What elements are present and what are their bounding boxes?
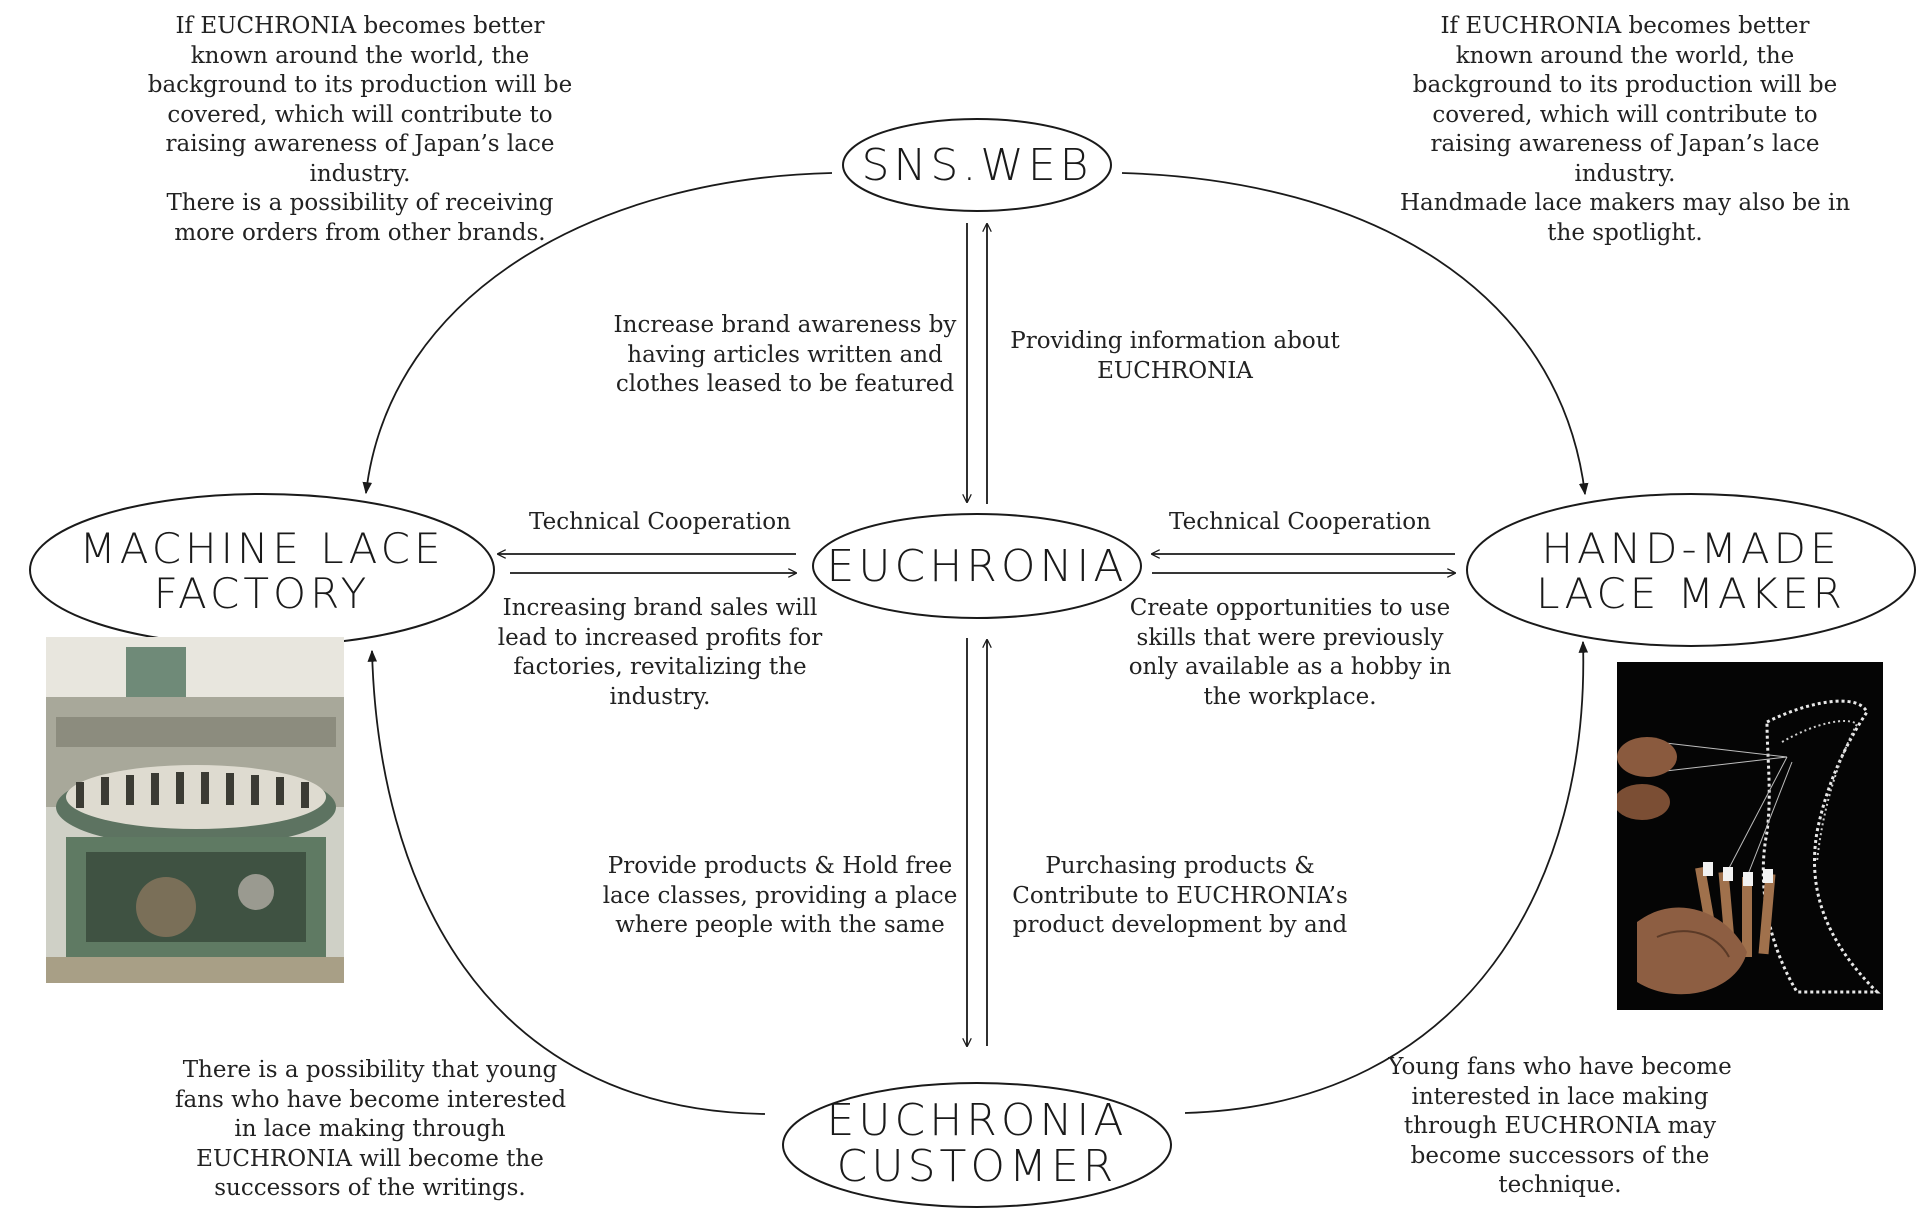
- note-maker-bottom-line-4: become successors of the: [1385, 1142, 1735, 1172]
- note-to-customer-line-2: lace classes, providing a place: [600, 882, 960, 912]
- node-sns-web-line-1: SNS.WEB: [862, 140, 1093, 191]
- note-factory-top-line-4: covered, which will contribute to: [140, 101, 580, 131]
- note-factory-top-line-7: There is a possibility of receiving: [140, 189, 580, 219]
- note-maker-top-line-7: Handmade lace makers may also be in: [1400, 189, 1850, 219]
- note-maker-top-line-6: industry.: [1400, 160, 1850, 190]
- note-factory-bottom-line-5: successors of the writings.: [175, 1174, 565, 1204]
- note-maker-benefit-line-4: the workplace.: [1120, 683, 1460, 713]
- note-maker-benefit-line-2: skills that were previously: [1120, 624, 1460, 654]
- note-factory-top-line-5: raising awareness of Japan’s lace: [140, 130, 580, 160]
- note-from-sns-line-1: Providing information about: [1010, 327, 1340, 357]
- note-from-customer-line-2: Contribute to EUCHRONIA’s: [1000, 882, 1360, 912]
- note-factory-bottom-line-3: in lace making through: [175, 1115, 565, 1145]
- note-to-sns-line-1: Increase brand awareness by: [610, 311, 960, 341]
- note-to-sns-line-3: clothes leased to be featured: [610, 370, 960, 400]
- node-euchronia-customer-line-1: EUCHRONIA: [826, 1098, 1127, 1144]
- node-handmade-lace-maker-line-1: HAND-MADE: [1541, 526, 1840, 571]
- node-euchronia: EUCHRONIA: [813, 528, 1141, 604]
- node-euchronia-customer-line-2: CUSTOMER: [837, 1144, 1118, 1190]
- note-tech-left: Technical Cooperation: [520, 508, 800, 538]
- note-maker-benefit-line-1: Create opportunities to use: [1120, 594, 1460, 624]
- note-factory-top-line-2: known around the world, the: [140, 42, 580, 72]
- note-maker-top-line-4: covered, which will contribute to: [1400, 101, 1850, 131]
- note-factory-top-line-6: industry.: [140, 160, 580, 190]
- note-from-customer: Purchasing products &Contribute to EUCHR…: [1000, 852, 1360, 941]
- note-factory-benefit-line-1: Increasing brand sales will: [490, 594, 830, 624]
- note-maker-top-line-2: known around the world, the: [1400, 42, 1850, 72]
- node-euchronia-line-1: EUCHRONIA: [826, 541, 1127, 592]
- note-to-customer-line-3: where people with the same: [600, 911, 960, 941]
- node-handmade-lace-maker-line-2: LACE MAKER: [1536, 571, 1846, 616]
- node-machine-lace-factory-line-1: MACHINE LACE: [79, 526, 444, 571]
- note-factory-top-line-3: background to its production will be: [140, 71, 580, 101]
- note-to-customer-line-1: Provide products & Hold free: [600, 852, 960, 882]
- note-maker-top-line-8: the spotlight.: [1400, 219, 1850, 249]
- machine-lace-factory-photo: [46, 637, 344, 983]
- note-tech-right: Technical Cooperation: [1155, 508, 1445, 538]
- node-machine-lace-factory-line-2: FACTORY: [154, 571, 371, 616]
- note-maker-bottom-line-2: interested in lace making: [1385, 1083, 1735, 1113]
- note-factory-benefit-line-2: lead to increased profits for: [490, 624, 830, 654]
- note-factory-benefit-line-4: industry.: [490, 683, 830, 713]
- note-maker-top-line-1: If EUCHRONIA becomes better: [1400, 12, 1850, 42]
- note-maker-bottom-line-3: through EUCHRONIA may: [1385, 1112, 1735, 1142]
- note-tech-right-line-1: Technical Cooperation: [1155, 508, 1445, 538]
- note-factory-benefit-line-3: factories, revitalizing the: [490, 653, 830, 683]
- bobbin-lace-hands-photo: [1617, 662, 1883, 1010]
- note-factory-top-line-8: more orders from other brands.: [140, 219, 580, 249]
- note-factory-bottom-line-4: EUCHRONIA will become the: [175, 1145, 565, 1175]
- note-to-sns-line-2: having articles written and: [610, 341, 960, 371]
- note-maker-bottom-line-5: technique.: [1385, 1171, 1735, 1201]
- note-maker-bottom-line-1: Young fans who have become: [1385, 1053, 1735, 1083]
- note-maker-benefit-line-3: only available as a hobby in: [1120, 653, 1460, 683]
- note-from-sns-line-2: EUCHRONIA: [1010, 357, 1340, 387]
- note-tech-left-line-1: Technical Cooperation: [520, 508, 800, 538]
- node-sns-web: SNS.WEB: [843, 133, 1111, 197]
- note-factory-bottom-line-2: fans who have become interested: [175, 1086, 565, 1116]
- note-maker-top-line-5: raising awareness of Japan’s lace: [1400, 130, 1850, 160]
- note-from-customer-line-3: product development by and: [1000, 911, 1360, 941]
- note-factory-bottom-line-1: There is a possibility that young: [175, 1056, 565, 1086]
- note-from-customer-line-1: Purchasing products &: [1000, 852, 1360, 882]
- note-maker-top-line-3: background to its production will be: [1400, 71, 1850, 101]
- note-factory-top-line-1: If EUCHRONIA becomes better: [140, 12, 580, 42]
